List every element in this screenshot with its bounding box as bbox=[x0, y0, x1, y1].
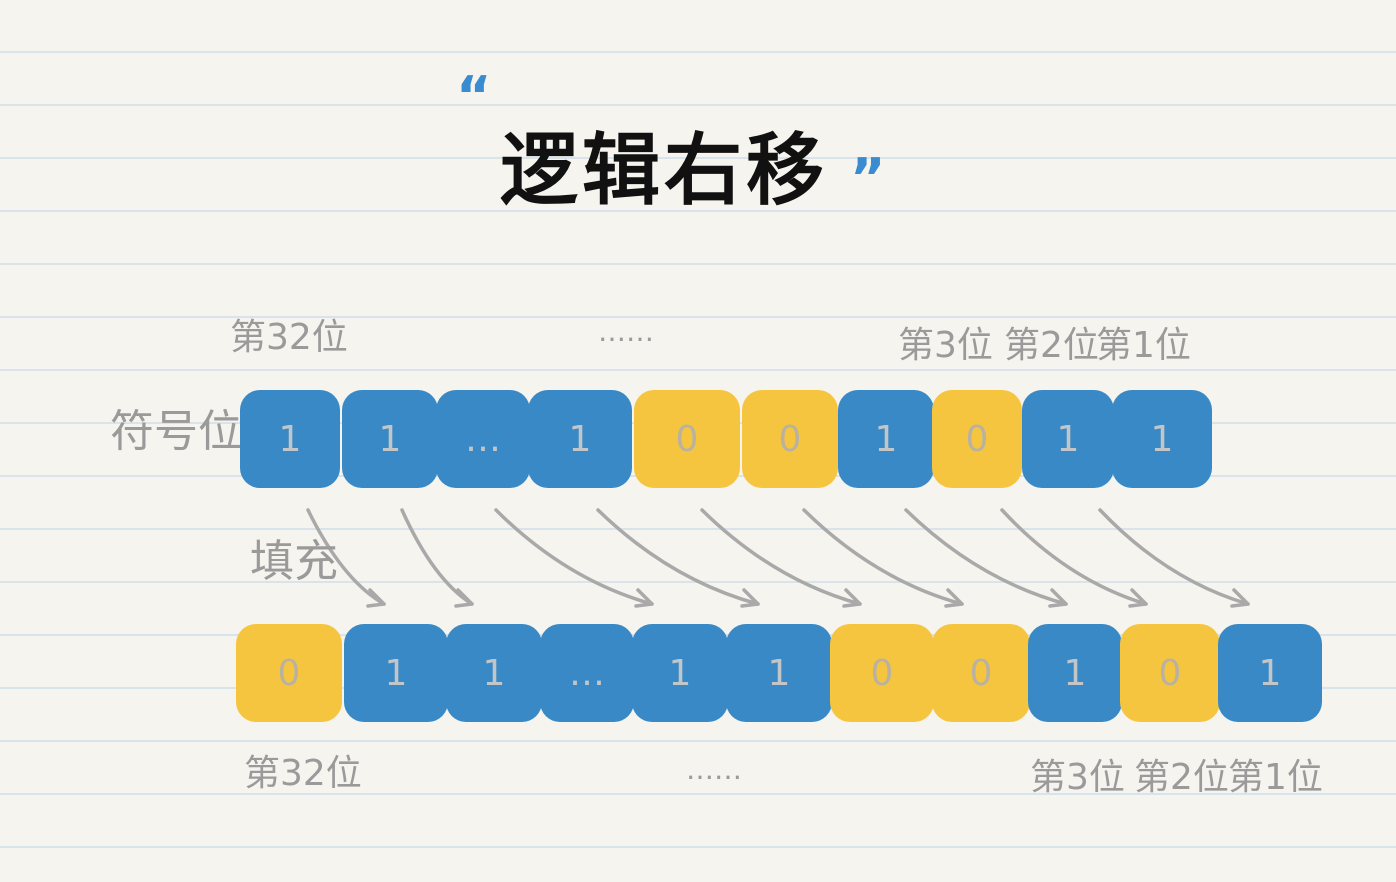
top-bit-value: 1 bbox=[568, 418, 592, 460]
close-quote-mark: ” bbox=[850, 147, 886, 210]
top-bit-value: 1 bbox=[278, 418, 302, 460]
bottom-label-bit2: 第2位 bbox=[1134, 757, 1229, 798]
bottom-bit-value: 1 bbox=[1063, 652, 1087, 694]
top-bit-value: 0 bbox=[675, 418, 699, 460]
bottom-bit-cell-2: 1 bbox=[344, 624, 448, 722]
bottom-bit-cell-9: 1 bbox=[1028, 624, 1122, 722]
arrow-head-6 bbox=[944, 588, 964, 608]
top-label-bit32: 第32位 bbox=[230, 317, 348, 358]
bottom-bit-value: 1 bbox=[668, 652, 692, 694]
shift-arrow-7 bbox=[904, 508, 1068, 606]
top-label-bit3: 第3位 bbox=[898, 325, 993, 366]
bottom-bit-cell-1: 0 bbox=[236, 624, 342, 722]
bottom-bit-cell-10: 0 bbox=[1120, 624, 1220, 722]
open-quote-mark: “ bbox=[456, 65, 492, 128]
top-bit-value: … bbox=[465, 418, 501, 460]
top-bit-value: 0 bbox=[965, 418, 989, 460]
shift-arrow-6 bbox=[802, 508, 964, 606]
top-label-bit1: 第1位 bbox=[1096, 325, 1191, 366]
shift-arrow-2 bbox=[400, 508, 474, 606]
arrow-head-8 bbox=[1128, 588, 1148, 608]
top-bit-value: 1 bbox=[874, 418, 898, 460]
top-bit-cell-8: 0 bbox=[932, 390, 1022, 488]
bottom-label-bit3: 第3位 bbox=[1030, 757, 1125, 798]
top-bit-value: 0 bbox=[778, 418, 802, 460]
top-bit-cell-3: … bbox=[436, 390, 530, 488]
arrow-head-1 bbox=[366, 588, 386, 608]
bottom-bit-cell-4: … bbox=[540, 624, 634, 722]
bottom-label-ellipsis: …… bbox=[686, 753, 742, 786]
top-bit-value: 1 bbox=[378, 418, 402, 460]
bottom-bit-value: 0 bbox=[870, 652, 894, 694]
shift-arrow-9 bbox=[1098, 508, 1250, 606]
top-bit-value: 1 bbox=[1150, 418, 1174, 460]
bottom-bit-value: 0 bbox=[1158, 652, 1182, 694]
shift-arrow-4 bbox=[596, 508, 760, 606]
shift-arrow-3 bbox=[494, 508, 654, 606]
bottom-bit-cell-7: 0 bbox=[830, 624, 934, 722]
bottom-bit-value: 0 bbox=[277, 652, 301, 694]
bottom-bit-value: 1 bbox=[1258, 652, 1282, 694]
arrow-head-9 bbox=[1230, 588, 1250, 608]
top-bit-cell-5: 0 bbox=[634, 390, 740, 488]
top-label-bit2: 第2位 bbox=[1004, 325, 1099, 366]
bottom-bit-value: 1 bbox=[384, 652, 408, 694]
diagram-title: 逻辑右移 bbox=[500, 126, 829, 216]
bottom-bit-value: 1 bbox=[482, 652, 506, 694]
top-bit-cell-9: 1 bbox=[1022, 390, 1114, 488]
bottom-bit-cell-3: 1 bbox=[446, 624, 542, 722]
top-bit-cell-2: 1 bbox=[342, 390, 438, 488]
arrow-head-7 bbox=[1048, 588, 1068, 608]
top-bit-cell-10: 1 bbox=[1112, 390, 1212, 488]
bottom-bit-cell-8: 0 bbox=[932, 624, 1030, 722]
top-label-ellipsis: …… bbox=[598, 315, 654, 348]
bottom-bit-cell-5: 1 bbox=[632, 624, 728, 722]
bottom-bit-value: 0 bbox=[969, 652, 993, 694]
top-bit-cell-6: 0 bbox=[742, 390, 838, 488]
top-bit-cell-1: 1 bbox=[240, 390, 340, 488]
shift-arrow-5 bbox=[700, 508, 862, 606]
bottom-label-bit32: 第32位 bbox=[244, 753, 362, 794]
shift-arrow-1 bbox=[306, 508, 386, 606]
bottom-bit-value: … bbox=[569, 652, 605, 694]
bottom-bit-cell-6: 1 bbox=[726, 624, 832, 722]
arrow-head-2 bbox=[454, 588, 474, 608]
fill-label: 填充 bbox=[250, 536, 338, 587]
shift-arrow-8 bbox=[1000, 508, 1148, 606]
sign-bit-label: 符号位 bbox=[110, 406, 242, 457]
top-bit-cell-4: 1 bbox=[528, 390, 632, 488]
top-bit-cell-7: 1 bbox=[838, 390, 934, 488]
arrow-head-3 bbox=[634, 588, 654, 608]
bottom-bit-value: 1 bbox=[767, 652, 791, 694]
bottom-label-bit1: 第1位 bbox=[1228, 757, 1323, 798]
top-bit-value: 1 bbox=[1056, 418, 1080, 460]
bottom-bit-cell-11: 1 bbox=[1218, 624, 1322, 722]
arrow-head-5 bbox=[842, 588, 862, 608]
arrow-head-4 bbox=[740, 588, 760, 608]
